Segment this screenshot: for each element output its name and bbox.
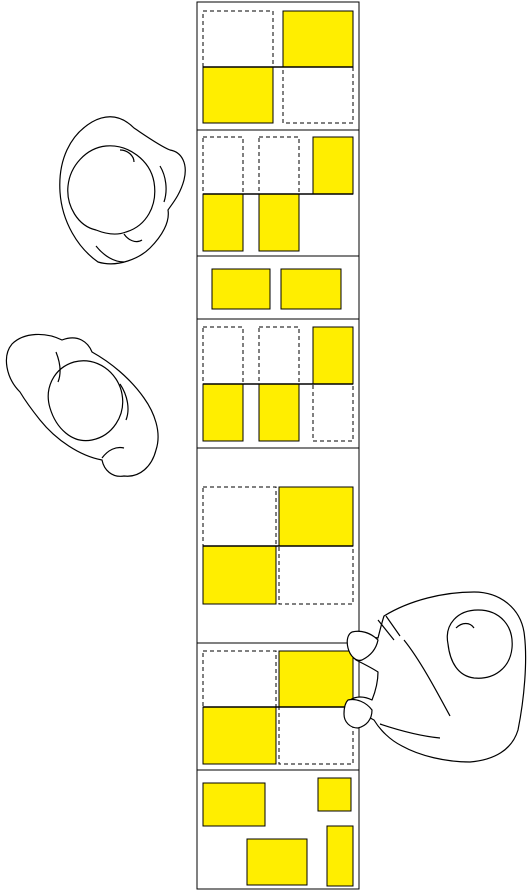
- panel-filled: [212, 269, 270, 309]
- panel-filled: [279, 487, 353, 546]
- panel-outline: [259, 327, 299, 384]
- panel-outline: [203, 651, 276, 707]
- panel-outline: [279, 546, 353, 604]
- panel-outline: [283, 67, 353, 123]
- head-outline: [68, 146, 155, 234]
- person-top-left: [60, 117, 185, 264]
- panel-outline: [203, 327, 243, 384]
- section-2: [203, 137, 353, 251]
- panel-filled: [318, 778, 351, 811]
- section-6: [203, 651, 353, 764]
- section-1: [203, 11, 353, 123]
- panel-filled: [279, 651, 353, 707]
- section-7: [203, 778, 353, 886]
- panel-filled: [313, 327, 353, 384]
- panel-filled: [283, 11, 353, 67]
- panel-filled: [203, 707, 276, 764]
- panel-outline: [259, 137, 299, 194]
- panel-filled: [203, 67, 273, 123]
- person-bottom-right: [344, 592, 526, 762]
- section-4: [203, 327, 353, 441]
- panel-filled: [313, 137, 353, 194]
- panel-filled: [203, 546, 276, 604]
- section-3: [212, 269, 341, 309]
- panel-filled: [281, 269, 341, 309]
- section-5: [203, 487, 353, 604]
- panel-outline: [203, 11, 273, 67]
- panel-filled: [203, 384, 243, 441]
- panel-filled: [327, 826, 353, 886]
- panel-outline: [203, 487, 276, 546]
- panel-filled: [259, 384, 299, 441]
- panel-outline: [279, 707, 353, 764]
- panel-outline: [313, 384, 353, 441]
- panel-outline: [203, 137, 243, 194]
- panel-filled: [203, 194, 243, 251]
- panel-filled: [203, 783, 265, 826]
- person-middle-left: [6, 334, 158, 476]
- panel-filled: [247, 839, 307, 885]
- panel-filled: [259, 194, 299, 251]
- head-outline: [447, 610, 512, 678]
